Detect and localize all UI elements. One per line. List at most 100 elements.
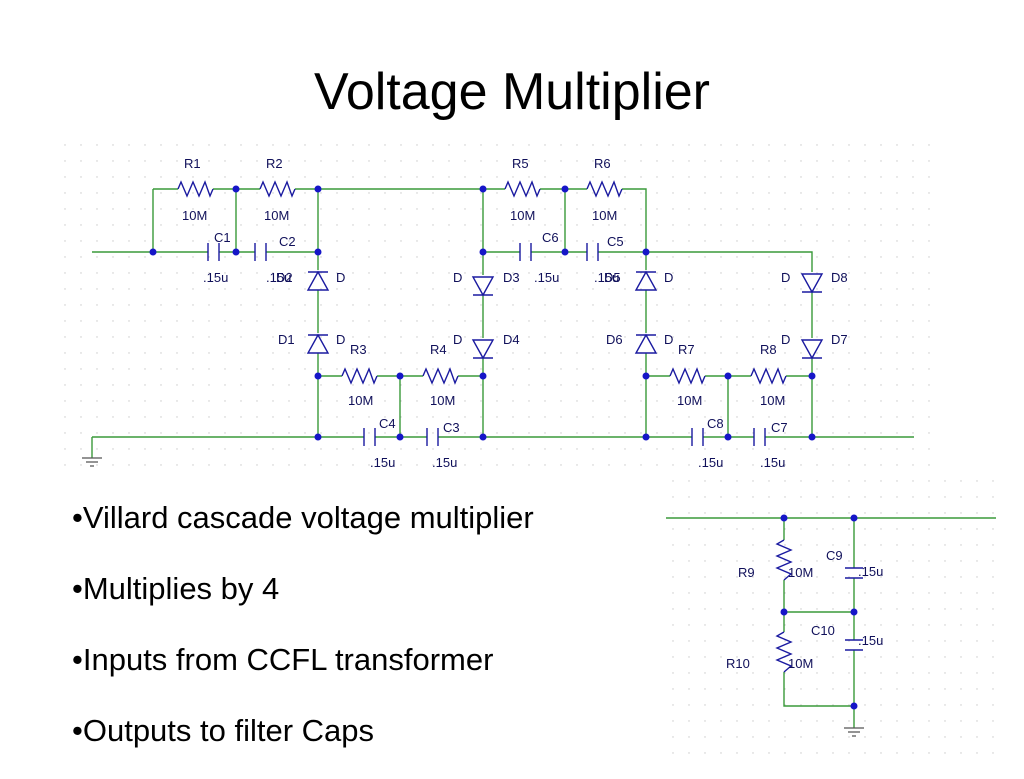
diode-d6 — [634, 333, 658, 354]
label-r1: R1 — [184, 156, 201, 171]
value-c1: .15u — [203, 270, 228, 285]
ground-icon — [844, 727, 864, 737]
capacitor-c9 — [845, 567, 863, 579]
value-c8: .15u — [698, 455, 723, 470]
label-d6-model: D — [664, 332, 673, 347]
capacitor-c2 — [254, 243, 267, 261]
value-r2: 10M — [264, 208, 289, 223]
label-c6: C6 — [542, 230, 559, 245]
value-c10: .15u — [858, 633, 883, 648]
resistor-r3 — [341, 367, 378, 385]
capacitor-c7 — [753, 428, 766, 446]
label-c9: C9 — [826, 548, 843, 563]
bullet-item: •Villard cascade voltage multiplier — [72, 500, 534, 535]
resistor-r9 — [775, 539, 793, 581]
label-d7-model: D — [781, 332, 790, 347]
label-d3-model: D — [453, 270, 462, 285]
value-r7: 10M — [677, 393, 702, 408]
capacitor-c10 — [845, 639, 863, 651]
resistor-r2 — [259, 180, 296, 198]
value-r9: 10M — [788, 565, 813, 580]
bullet-list: •Villard cascade voltage multiplier •Mul… — [72, 495, 534, 779]
bullet-item: •Multiplies by 4 — [72, 571, 280, 606]
junctions — [149, 185, 858, 710]
diode-d8 — [800, 273, 824, 294]
label-d3: D3 — [503, 270, 520, 285]
diodes — [306, 270, 824, 360]
component-labels: R1 10M R2 10M R5 10M R6 10M C1 .15u C2 .… — [182, 156, 883, 671]
label-d1-model: D — [336, 332, 345, 347]
label-c2: C2 — [279, 234, 296, 249]
label-r4: R4 — [430, 342, 447, 357]
diode-d2 — [306, 270, 330, 291]
label-r3: R3 — [350, 342, 367, 357]
resistor-r8 — [750, 367, 787, 385]
resistor-r4 — [422, 367, 459, 385]
label-d5: D5 — [604, 270, 621, 285]
diode-d7 — [800, 339, 824, 360]
capacitor-c1 — [207, 243, 220, 261]
label-c8: C8 — [707, 416, 724, 431]
capacitor-c5 — [586, 243, 599, 261]
label-c4: C4 — [379, 416, 396, 431]
value-c5: .15u — [594, 270, 619, 285]
bullet-item: •Outputs to filter Caps — [72, 713, 375, 748]
diode-d1 — [306, 333, 330, 354]
label-r9: R9 — [738, 565, 755, 580]
label-c7: C7 — [771, 420, 788, 435]
filter-grid — [660, 478, 1005, 768]
diode-d5 — [634, 270, 658, 291]
resistor-r10 — [775, 631, 793, 673]
label-c10: C10 — [811, 623, 835, 638]
label-d8: D8 — [831, 270, 848, 285]
label-d2: D2 — [276, 270, 293, 285]
label-r7: R7 — [678, 342, 695, 357]
value-r1: 10M — [182, 208, 207, 223]
capacitor-c8 — [691, 428, 704, 446]
resistor-r1 — [177, 180, 214, 198]
label-d4-model: D — [453, 332, 462, 347]
bullet-item: •Inputs from CCFL transformer — [72, 642, 494, 677]
value-c9: .15u — [858, 564, 883, 579]
capacitors — [207, 243, 863, 651]
label-d5-model: D — [664, 270, 673, 285]
ground-symbols — [82, 457, 864, 737]
value-r5: 10M — [510, 208, 535, 223]
resistor-r7 — [669, 367, 706, 385]
label-d8-model: D — [781, 270, 790, 285]
value-c4: .15u — [370, 455, 395, 470]
label-r8: R8 — [760, 342, 777, 357]
label-d4: D4 — [503, 332, 520, 347]
resistor-r6 — [586, 180, 623, 198]
value-r4: 10M — [430, 393, 455, 408]
label-d6: D6 — [606, 332, 623, 347]
label-r6: R6 — [594, 156, 611, 171]
value-r10: 10M — [788, 656, 813, 671]
value-r3: 10M — [348, 393, 373, 408]
slide-title: Voltage Multiplier — [314, 63, 710, 121]
value-r8: 10M — [760, 393, 785, 408]
value-c3: .15u — [432, 455, 457, 470]
capacitor-c6 — [519, 243, 532, 261]
resistors — [177, 180, 793, 673]
value-c7: .15u — [760, 455, 785, 470]
schematic-grid — [60, 130, 930, 475]
label-r10: R10 — [726, 656, 750, 671]
capacitor-c3 — [426, 428, 439, 446]
diode-d4 — [471, 339, 495, 360]
label-d2-model: D — [336, 270, 345, 285]
label-r5: R5 — [512, 156, 529, 171]
value-c6: .15u — [534, 270, 559, 285]
ground-icon — [82, 457, 102, 467]
label-d1: D1 — [278, 332, 295, 347]
value-c2: .15u — [266, 270, 291, 285]
label-c5: C5 — [607, 234, 624, 249]
label-c1: C1 — [214, 230, 231, 245]
diode-d3 — [471, 276, 495, 297]
capacitor-c4 — [363, 428, 376, 446]
resistor-r5 — [504, 180, 541, 198]
label-c3: C3 — [443, 420, 460, 435]
label-r2: R2 — [266, 156, 283, 171]
label-d7: D7 — [831, 332, 848, 347]
